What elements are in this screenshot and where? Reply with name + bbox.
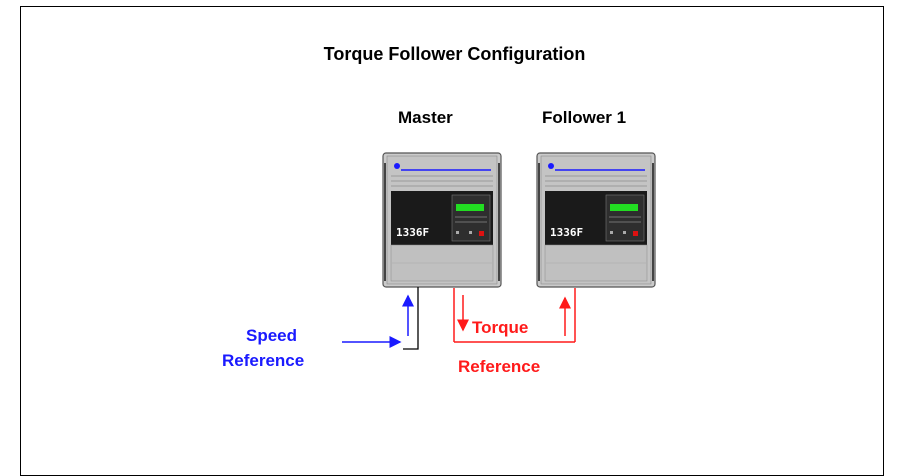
follower-drive: 1336F xyxy=(536,152,656,288)
follower-model-text: 1336F xyxy=(550,226,583,239)
diagram-title: Torque Follower Configuration xyxy=(323,44,586,64)
diagram-canvas: 1336F 1336F xyxy=(342,152,656,350)
torque-reference-line1: Torque xyxy=(472,318,529,337)
speed-reference-line2: Reference xyxy=(222,351,305,370)
master-label: Master xyxy=(398,108,453,127)
torque-reference-wiring xyxy=(453,288,576,343)
speed-reference-line1: Speed xyxy=(246,326,298,345)
torque-reference-line2: Reference xyxy=(458,357,541,376)
follower-label: Follower 1 xyxy=(542,108,627,127)
master-drive: 1336F xyxy=(382,152,502,288)
master-model-text: 1336F xyxy=(396,226,429,239)
speed-reference-wiring xyxy=(342,287,419,350)
